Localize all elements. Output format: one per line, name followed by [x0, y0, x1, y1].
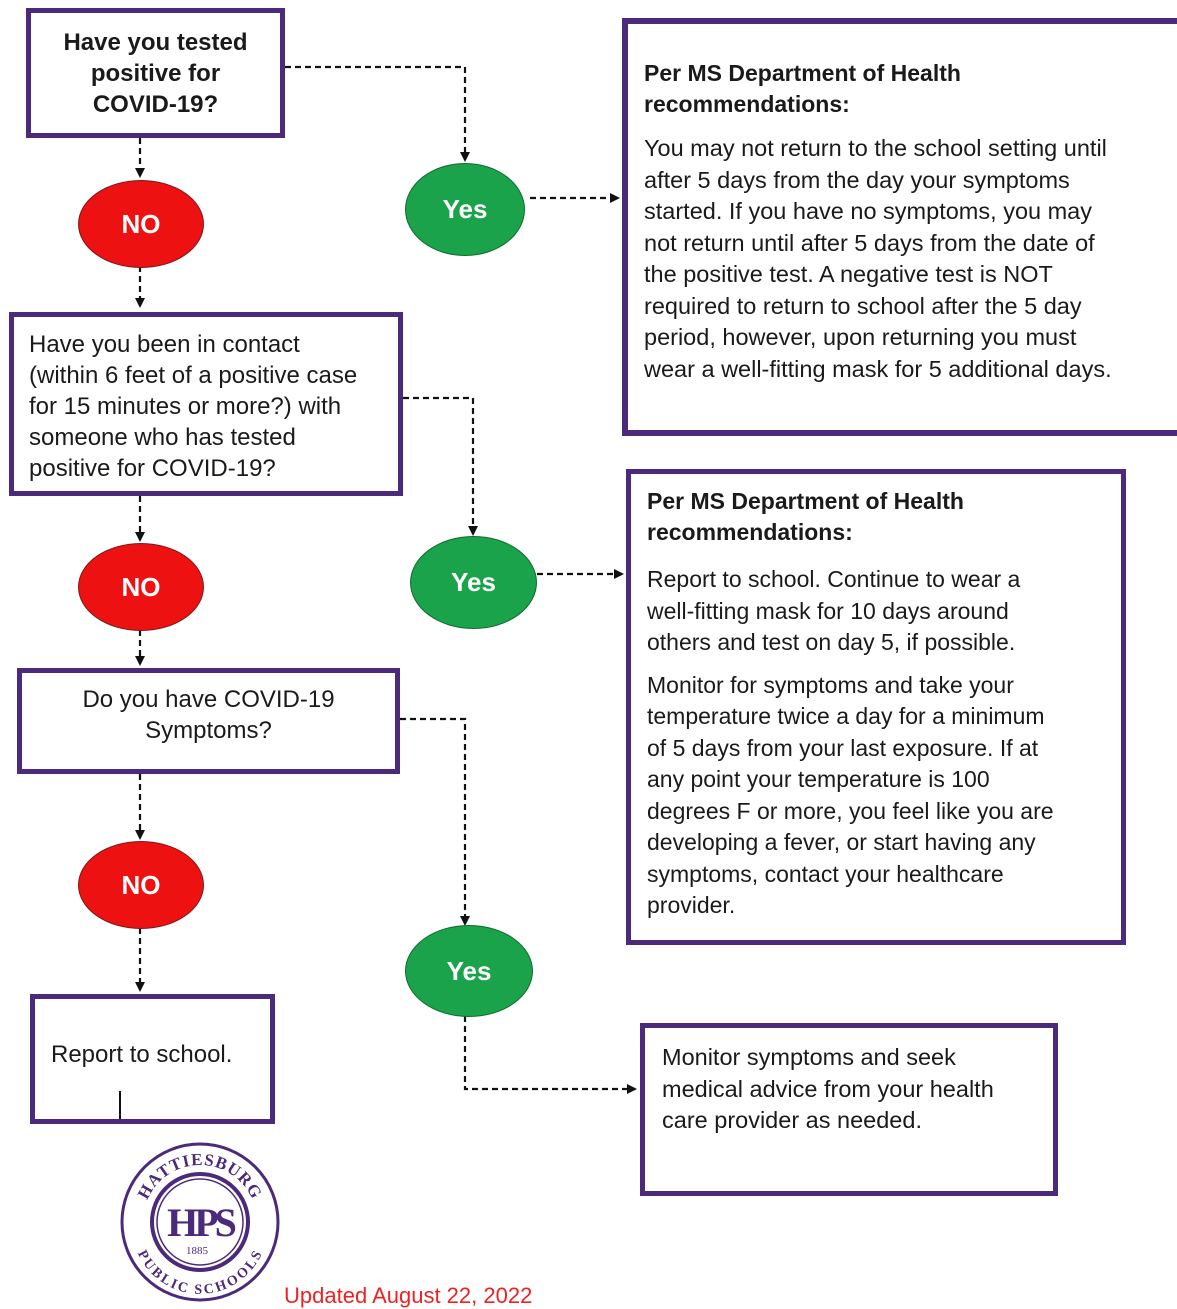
question-line: COVID-19? [92, 91, 219, 118]
panel-title: Per MS Department of Health [647, 488, 964, 514]
no-label: NO [121, 869, 161, 900]
panel-line: period, however, upon returning you must [644, 324, 1077, 350]
panel-line: well-fitting mask for 10 days around [647, 597, 1009, 624]
question-line: Have you been in contact [29, 331, 300, 358]
recommendation-panel-positive: Per MS Department of Health recommendati… [622, 18, 1177, 436]
question-line: for 15 minutes or more?) with [29, 393, 342, 420]
panel-line: not return until after 5 days from the d… [644, 229, 1095, 256]
panel-line: You may not return to the school setting… [644, 135, 1107, 161]
no-node-1: NO [78, 180, 204, 268]
question-line: Do you have COVID-19 [82, 686, 335, 713]
updated-date: Updated August 22, 2022 [284, 1283, 533, 1308]
panel-line: symptoms, contact your healthcare [647, 860, 1004, 887]
no-label: NO [121, 208, 161, 239]
panel-line: the positive test. A negative test is NO… [644, 261, 1053, 287]
question-line: positive for COVID-19? [29, 455, 276, 482]
panel-title: recommendations: [647, 519, 853, 545]
panel-line: care provider as needed. [662, 1107, 922, 1133]
panel-line: wear a well-fitting mask for 5 additiona… [644, 355, 1112, 382]
yes-node-2: Yes [410, 536, 537, 629]
no-node-3: NO [78, 841, 204, 929]
report-to-school-box: Report to school. [30, 994, 275, 1124]
panel-line: any point your temperature is 100 [647, 766, 990, 792]
yes-node-1: Yes [405, 163, 525, 256]
seal-monogram: HPS [167, 1200, 236, 1245]
panel-title: recommendations: [644, 91, 850, 117]
question-line: positive for [90, 60, 221, 87]
recommendation-panel-symptoms: Monitor symptoms and seek medical advice… [640, 1023, 1058, 1196]
yes-label: Yes [451, 567, 496, 597]
panel-line: Report to school. Continue to wear a [647, 566, 1021, 592]
arrow-yes3-panel3 [463, 1016, 637, 1094]
arrow-q2-yes [403, 396, 478, 536]
panel-line: developing a fever, or start having any [647, 829, 1036, 855]
panel-line: others and test on day 5, if possible. [647, 629, 1016, 655]
text-cursor [119, 1091, 121, 1119]
no-node-2: NO [78, 543, 204, 631]
panel-line: degrees F or more, you feel like you are [647, 797, 1054, 824]
panel-line: provider. [647, 892, 736, 918]
question-tested-positive-box: Have you tested positive for COVID-19? [26, 8, 285, 138]
recommendation-panel-contact: Per MS Department of Health recommendati… [626, 469, 1126, 945]
yes-label: Yes [446, 955, 492, 986]
yes-label: Yes [442, 194, 488, 224]
panel-line: Monitor for symptoms and take your [647, 671, 1014, 698]
panel-line: started. If you have no symptoms, you ma… [644, 198, 1093, 224]
panel-title: Per MS Department of Health [644, 60, 961, 86]
panel-line: temperature twice a day for a minimum [647, 703, 1045, 729]
panel-line: of 5 days from your last exposure. If at [647, 734, 1039, 761]
panel-line: medical advice from your health [662, 1075, 994, 1102]
question-line: Have you tested [63, 29, 248, 56]
arrow-q1-yes [285, 65, 470, 162]
question-line: someone who has tested [29, 424, 296, 451]
no-label: NO [121, 571, 161, 602]
seal-year: 1885 [186, 1245, 209, 1257]
panel-line: Monitor symptoms and seek [662, 1044, 956, 1070]
final-text: Report to school. [51, 1041, 233, 1068]
question-line: Symptoms? [145, 717, 272, 744]
yes-node-3: Yes [405, 925, 533, 1017]
question-contact-box: Have you been in contact (within 6 feet … [9, 312, 403, 496]
question-line: (within 6 feet of a positive case [29, 362, 358, 389]
hattiesburg-school-seal-logo: HATTIESBURG PUBLIC SCHOOLS HPS 1885 [120, 1142, 280, 1302]
question-symptoms-box: Do you have COVID-19 Symptoms? [17, 668, 400, 774]
panel-line: required to return to school after the 5… [644, 292, 1082, 319]
panel-line: after 5 days from the day your symptoms [644, 166, 1070, 193]
arrow-q3-yes [400, 717, 470, 926]
